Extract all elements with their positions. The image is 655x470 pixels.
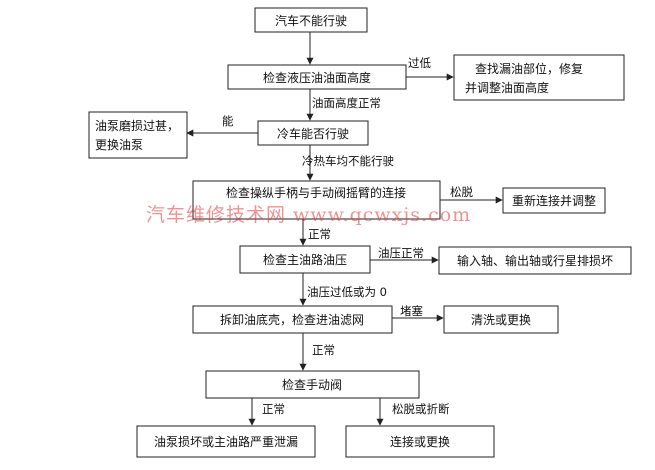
edge-label-loose: 松脱: [450, 185, 473, 199]
edge-label-too-low: 过低: [408, 56, 431, 70]
edge-label-loose-or-broken: 松脱或折断: [392, 402, 450, 416]
edge-label-blocked: 堵塞: [400, 304, 423, 318]
node-check-main-pressure-box: [239, 245, 371, 274]
node-pump-worn-line1: 油泵磨损过甚，: [95, 119, 179, 133]
node-pump-damage-leak: 油泵损坏或主油路严重泄漏: [136, 425, 316, 458]
edge-label-cannot-cold-hot: 冷热车均不能行驶: [302, 154, 394, 168]
node-cold-car-drive-box: [257, 120, 369, 146]
node-pump-damage-leak-box: [136, 425, 316, 458]
node-reconnect-adjust-label: 重新连接并调整: [512, 193, 596, 208]
node-check-linkage: 检查操纵手柄与手动阀摇臂的连接: [192, 180, 441, 220]
node-check-main-pressure-label: 检查主油路油压: [263, 252, 347, 267]
node-pump-worn-box: [88, 111, 188, 159]
node-cold-car-drive-label: 冷车能否行驶: [277, 126, 349, 141]
flow-edges: [186, 32, 503, 426]
node-find-leak-line2: 并调整油面高度: [465, 80, 549, 95]
node-connect-replace: 连接或更换: [345, 425, 495, 458]
edge-label-pressure-normal: 油压正常: [378, 246, 424, 260]
node-check-manual-valve: 检查手动阀: [205, 370, 420, 399]
watermark-text: 汽车维修技术网 www.qcwxjs.com: [146, 204, 471, 226]
edge-label-normal-1: 正常: [308, 227, 331, 241]
node-find-leak-line1: 查找漏油部位，修复: [475, 61, 583, 76]
edge-label-pressure-low-zero: 油压过低或为 0: [307, 285, 387, 299]
node-car-not-drive-label: 汽车不能行驶: [275, 13, 347, 28]
node-remove-pan: 拆卸油底壳，检查进油滤网: [192, 305, 393, 334]
node-pump-worn-line2: 更换油泵: [95, 138, 143, 152]
node-check-linkage-label: 检查操纵手柄与手动阀摇臂的连接: [226, 185, 406, 200]
node-car-not-drive-box: [254, 7, 368, 33]
node-check-oil-level: 检查液压油油面高度: [227, 64, 407, 90]
edge-label-level-normal: 油面高度正常: [312, 96, 381, 110]
node-clean-replace-label: 清洗或更换: [471, 313, 531, 327]
node-check-manual-valve-label: 检查手动阀: [282, 377, 342, 392]
node-remove-pan-label: 拆卸油底壳，检查进油滤网: [220, 312, 364, 327]
node-check-oil-level-label: 检查液压油油面高度: [263, 70, 371, 85]
node-clean-replace: 清洗或更换: [443, 305, 559, 334]
node-connect-replace-label: 连接或更换: [390, 434, 450, 449]
node-find-leak-box: [453, 54, 625, 101]
node-reconnect-adjust: 重新连接并调整: [502, 187, 606, 214]
node-reconnect-adjust-box: [502, 187, 606, 214]
node-shaft-damage-box: [438, 246, 632, 275]
node-check-main-pressure: 检查主油路油压: [239, 245, 371, 274]
node-find-leak: 查找漏油部位，修复 并调整油面高度: [453, 54, 625, 101]
node-remove-pan-box: [192, 305, 393, 334]
node-pump-worn: 油泵磨损过甚， 更换油泵: [88, 111, 188, 159]
node-check-manual-valve-box: [205, 370, 420, 399]
node-check-linkage-box: [192, 180, 441, 220]
node-shaft-damage-label: 输入轴、输出轴或行星排损坏: [457, 253, 613, 268]
node-connect-replace-box: [345, 425, 495, 458]
node-check-oil-level-box: [227, 64, 407, 90]
edge-label-normal-3: 正常: [262, 402, 285, 416]
node-car-not-drive: 汽车不能行驶: [254, 7, 368, 33]
edge-label-can: 能: [222, 114, 234, 128]
node-clean-replace-box: [443, 305, 559, 334]
edge-label-normal-2: 正常: [312, 343, 335, 357]
flow-edge-labels: 过低 油面高度正常 能 冷热车均不能行驶 松脱 正常 油压正常 油压过低或为 0…: [222, 56, 473, 416]
node-pump-damage-leak-label: 油泵损坏或主油路严重泄漏: [154, 434, 298, 449]
node-shaft-damage: 输入轴、输出轴或行星排损坏: [438, 246, 632, 275]
node-cold-car-drive: 冷车能否行驶: [257, 120, 369, 146]
